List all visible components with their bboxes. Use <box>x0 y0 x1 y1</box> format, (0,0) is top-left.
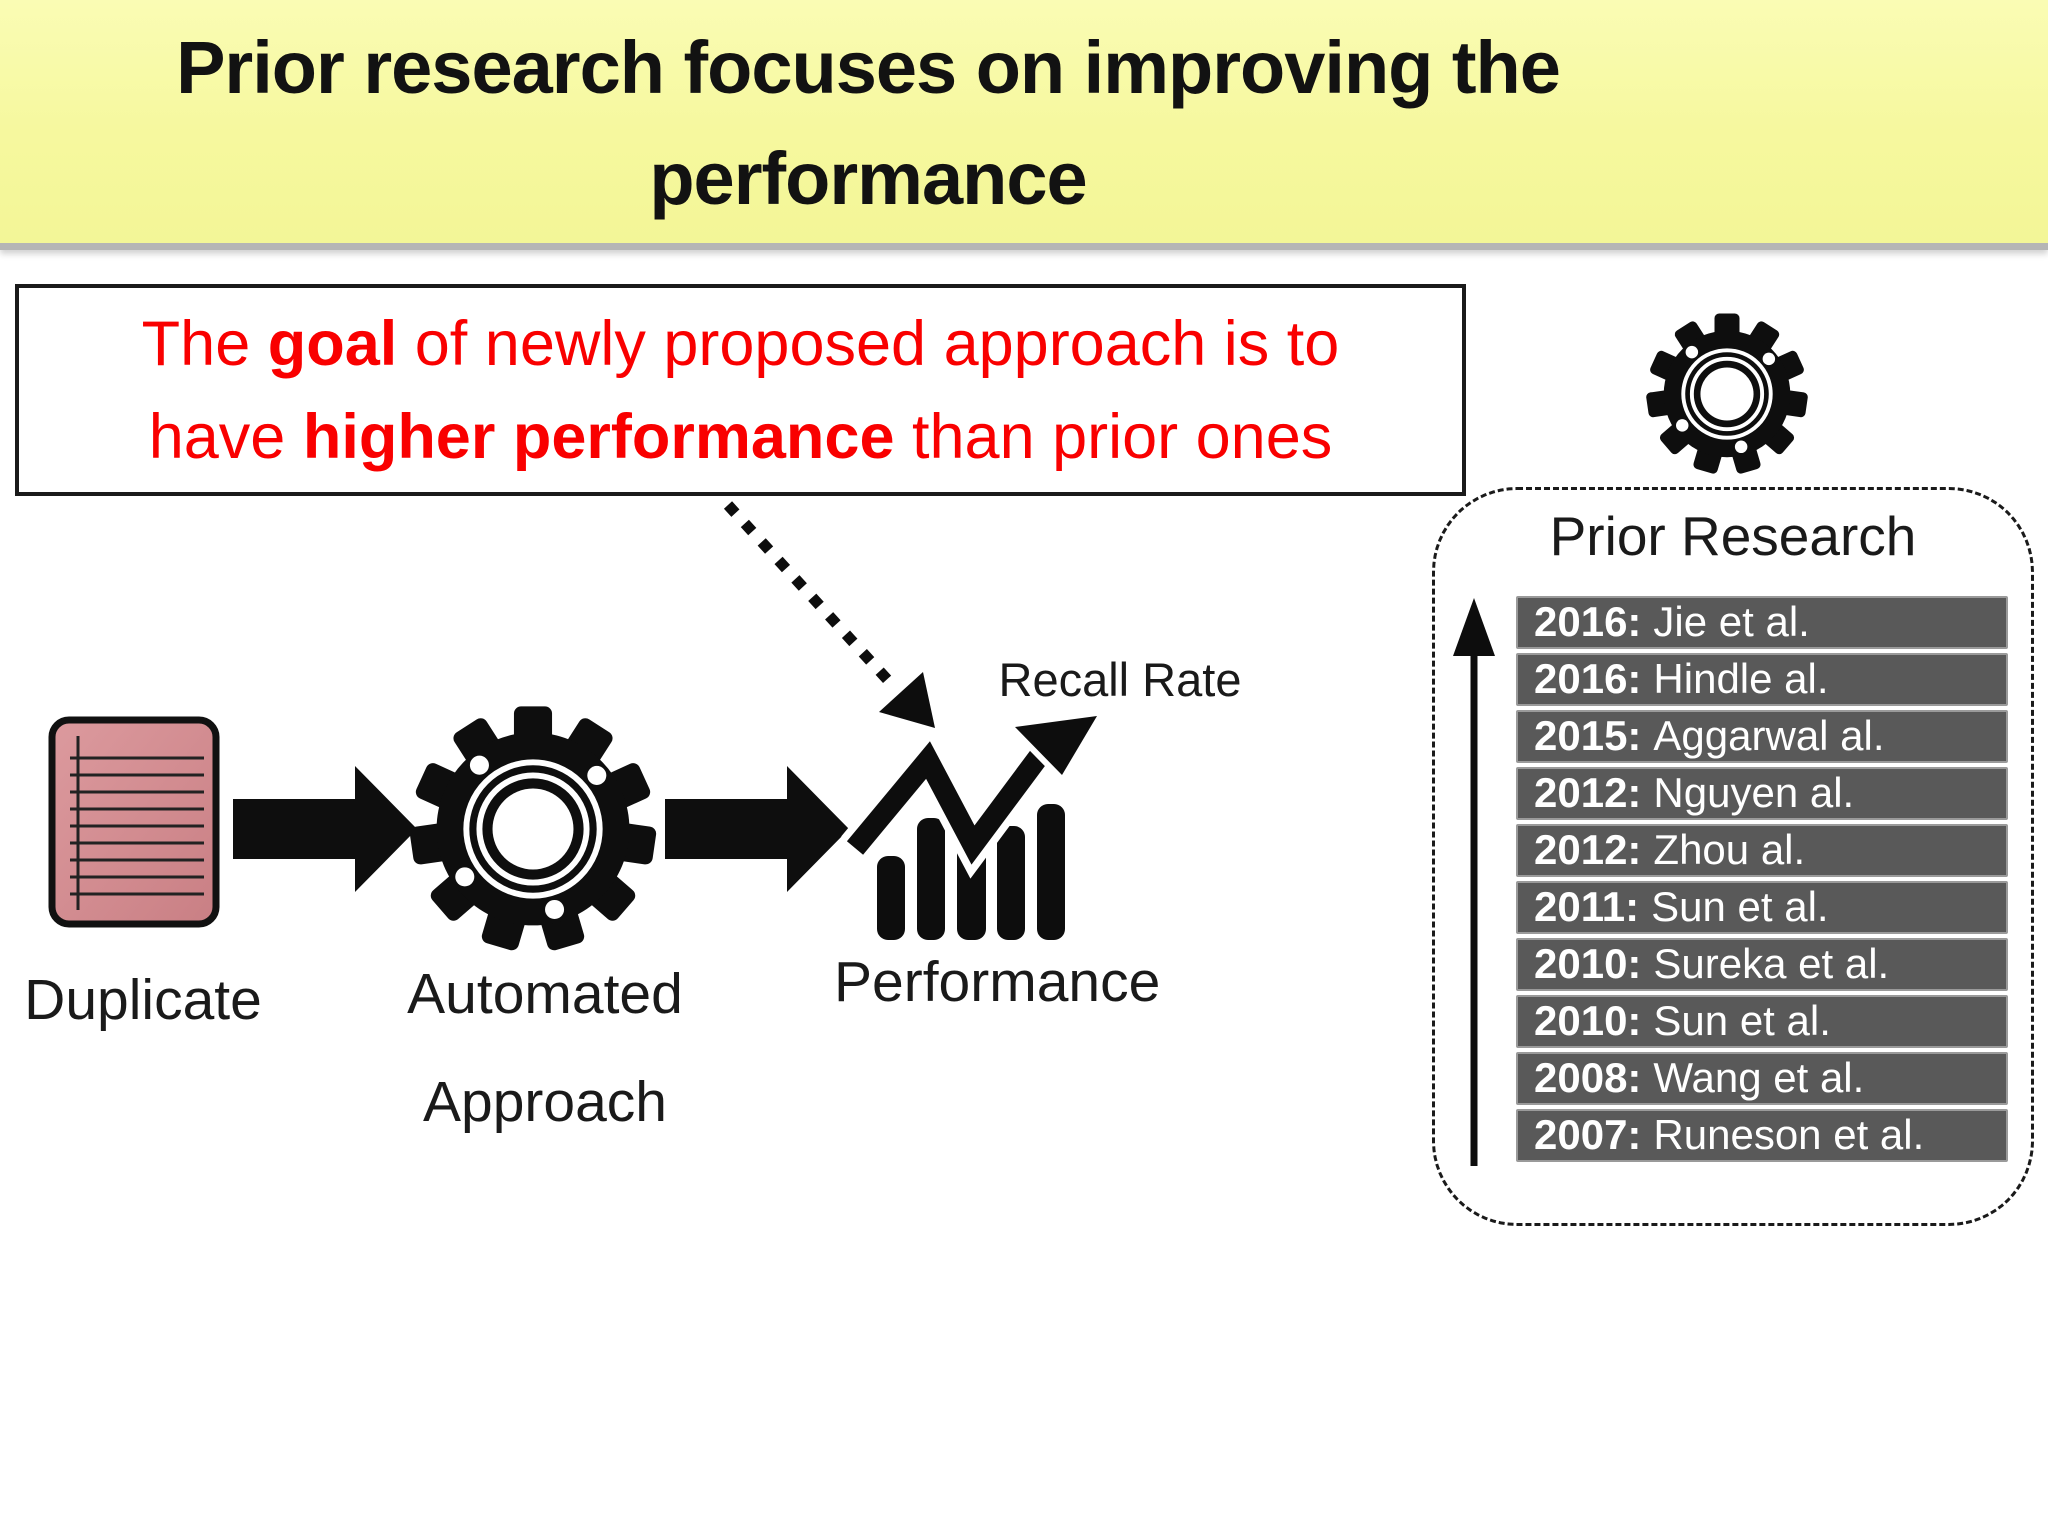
page-title-line1: Prior research focuses on improving the <box>176 26 1561 109</box>
research-item-year: 2012: <box>1534 769 1642 816</box>
dotted-arrow-icon <box>723 501 935 728</box>
gear-icon <box>408 704 658 954</box>
research-item-authors: Sureka et al. <box>1653 940 1890 987</box>
page-title-line2: performance <box>649 137 1087 220</box>
automated-approach-label-line1: Automated <box>407 962 683 1026</box>
research-item: 2016:Hindle al. <box>1516 653 2008 706</box>
research-item: 2012:Zhou al. <box>1516 824 2008 877</box>
goal-text-line2: have higher performance than prior ones <box>19 391 1462 484</box>
research-item-authors: Sun et al. <box>1653 997 1831 1044</box>
goal-line1-post: of newly proposed approach is to <box>397 309 1340 379</box>
research-item-year: 2010: <box>1534 940 1642 987</box>
up-arrow-icon <box>1453 598 1495 1166</box>
research-item-year: 2015: <box>1534 712 1642 759</box>
research-item-year: 2008: <box>1534 1054 1642 1101</box>
research-item-authors: Sun et al. <box>1651 883 1829 930</box>
goal-text-line1: The goal of newly proposed approach is t… <box>19 298 1462 391</box>
research-item-authors: Hindle al. <box>1653 655 1829 702</box>
research-item: 2008:Wang et al. <box>1516 1052 2008 1105</box>
research-item-year: 2016: <box>1534 655 1642 702</box>
research-item-year: 2012: <box>1534 826 1642 873</box>
prior-research-panel <box>1432 487 2034 1226</box>
right-block-arrow-icon <box>233 766 417 892</box>
goal-line1-bold: goal <box>267 309 398 379</box>
research-item: 2011:Sun et al. <box>1516 881 2008 934</box>
prior-research-list: 2016:Jie et al. 2016:Hindle al. 2015:Agg… <box>1516 596 2008 1166</box>
duplicate-label: Duplicate <box>24 968 262 1032</box>
growth-chart-icon <box>841 708 1109 940</box>
research-item-year: 2010: <box>1534 997 1642 1044</box>
title-banner <box>0 0 2048 250</box>
research-item-authors: Jie et al. <box>1653 598 1810 645</box>
right-block-arrow-icon <box>665 766 849 892</box>
research-item: 2015:Aggarwal al. <box>1516 710 2008 763</box>
research-item-authors: Zhou al. <box>1653 826 1806 873</box>
goal-line2-bold: higher performance <box>302 402 895 472</box>
research-item: 2007:Runeson et al. <box>1516 1109 2008 1162</box>
goal-line2-post: than prior ones <box>894 402 1333 472</box>
research-item-year: 2011: <box>1534 883 1640 930</box>
research-item: 2016:Jie et al. <box>1516 596 2008 649</box>
research-item-authors: Wang et al. <box>1653 1054 1865 1101</box>
research-item-authors: Runeson et al. <box>1653 1111 1925 1158</box>
prior-research-title: Prior Research <box>1549 505 1917 567</box>
goal-callout-box: The goal of newly proposed approach is t… <box>15 284 1466 496</box>
goal-line1-pre: The <box>141 309 268 379</box>
document-icon <box>48 716 220 928</box>
research-item-year: 2007: <box>1534 1111 1642 1158</box>
recall-rate-label: Recall Rate <box>998 653 1242 706</box>
page-title: Prior research focuses on improving the … <box>0 12 1736 234</box>
research-item: 2012:Nguyen al. <box>1516 767 2008 820</box>
automated-approach-label-line2: Approach <box>422 1070 667 1134</box>
research-item-authors: Aggarwal al. <box>1653 712 1885 759</box>
research-item-authors: Nguyen al. <box>1653 769 1855 816</box>
gear-icon <box>1645 312 1809 476</box>
goal-line2-pre: have <box>148 402 303 472</box>
research-item-year: 2016: <box>1534 598 1642 645</box>
performance-label: Performance <box>834 950 1161 1014</box>
research-item: 2010:Sun et al. <box>1516 995 2008 1048</box>
research-item: 2010:Sureka et al. <box>1516 938 2008 991</box>
